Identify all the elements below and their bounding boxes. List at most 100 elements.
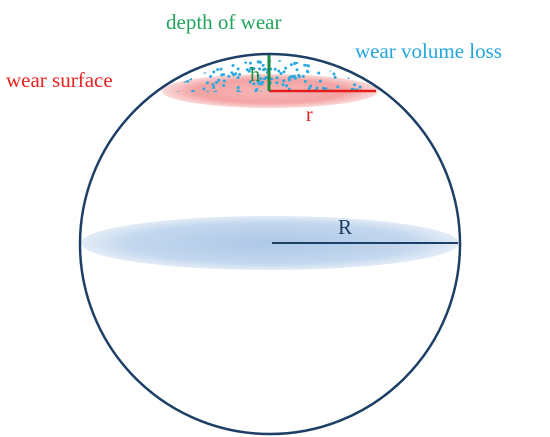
wear-dot: [234, 72, 238, 76]
wear-dot: [215, 81, 218, 84]
wear-dot: [256, 79, 260, 83]
wear-dot: [249, 61, 252, 65]
wear-dot: [191, 89, 195, 92]
wear-dot: [321, 86, 325, 90]
wear-dot: [309, 84, 313, 88]
depth-of-wear-label: depth of wear: [166, 10, 281, 34]
h-label: h: [250, 64, 260, 86]
wear-dot: [259, 91, 263, 92]
wear-dot: [293, 76, 297, 80]
wear-dot: [284, 66, 288, 70]
wear-dot: [285, 84, 288, 88]
wear-dot: [301, 74, 305, 78]
wear-dot: [259, 77, 263, 81]
wear-dot: [202, 87, 206, 91]
wear-dot: [273, 67, 277, 71]
wear-dot: [216, 68, 220, 71]
wear-dot: [186, 79, 190, 83]
wear-dot: [212, 86, 216, 89]
wear-dot: [289, 63, 293, 67]
wear-dot: [303, 79, 307, 83]
wear-dot: [238, 73, 242, 76]
wear-dot: [363, 102, 366, 105]
wear-dot: [358, 85, 362, 89]
wear-dot: [318, 79, 322, 83]
wear-dot: [247, 69, 251, 73]
wear-dot: [278, 60, 282, 62]
wear-dot: [164, 103, 167, 106]
R-label: R: [338, 215, 352, 239]
sphere-outline: [78, 52, 462, 436]
wear-dot: [288, 78, 291, 82]
wear-dot: [306, 70, 310, 74]
wear-dot: [261, 63, 265, 67]
wear-surface-label: wear surface: [6, 68, 113, 92]
wear-dot: [281, 83, 285, 87]
wear-dot: [231, 64, 235, 67]
wear-dot: [297, 75, 301, 79]
wear-dot: [248, 80, 252, 84]
wear-dot: [347, 76, 351, 79]
wear-dot: [212, 70, 216, 74]
wear-dot: [332, 72, 336, 76]
wear-dot: [249, 67, 253, 70]
wear-dot: [236, 67, 240, 71]
wear-dot: [294, 60, 297, 63]
wear-dot: [244, 60, 248, 64]
wear-dot: [203, 70, 206, 74]
wear-dot: [205, 81, 209, 85]
wear-dot: [303, 63, 307, 67]
wear-dot: [206, 90, 210, 92]
equator-disc: [81, 216, 459, 270]
wear-dot: [307, 86, 311, 90]
wear-dot: [263, 77, 266, 81]
wear-dot: [209, 75, 213, 78]
wear-dot: [222, 84, 226, 87]
wear-dot: [302, 60, 306, 64]
wear-dot: [217, 78, 221, 82]
wear-dot: [315, 86, 319, 90]
wear-dot: [290, 75, 294, 79]
wear-dot: [353, 83, 357, 87]
wear-dot: [258, 67, 261, 71]
wear-volume-loss-label: wear volume loss: [355, 39, 502, 63]
wear-dot: [369, 99, 372, 102]
wear-dot: [219, 67, 223, 71]
wear-dot: [252, 82, 256, 86]
wear-dot: [282, 70, 286, 74]
r-label: r: [306, 104, 313, 126]
wear-dot: [236, 89, 240, 92]
wear-dot: [257, 82, 261, 86]
wear-dot: [257, 60, 260, 64]
wear-dot: [222, 73, 225, 77]
wear-dot: [275, 76, 279, 80]
wear-dot: [307, 64, 310, 68]
wear-dot: [214, 90, 218, 92]
wear-dot: [281, 60, 285, 61]
wear-dot: [189, 77, 193, 81]
wear-dot: [227, 74, 231, 78]
wear-dot: [336, 85, 340, 89]
wear-dot: [261, 80, 264, 84]
wear-dot: [333, 75, 337, 79]
wear-dot: [222, 79, 226, 83]
wear-dot: [211, 83, 215, 87]
wear-dot: [262, 68, 266, 72]
wear-dot: [252, 67, 256, 71]
wear-dot: [324, 66, 328, 70]
wear-dot: [275, 81, 279, 85]
wear-dot: [236, 86, 240, 90]
wear-dot: [317, 71, 321, 75]
wear-dot: [329, 68, 333, 72]
wear-dot: [324, 87, 328, 91]
wear-dot: [279, 72, 283, 75]
wear-dot: [236, 76, 240, 80]
wear-dot: [295, 68, 299, 72]
wear-dot: [245, 68, 249, 72]
wear-dot: [256, 74, 260, 78]
wear-dot: [282, 79, 286, 83]
wear-dot: [277, 69, 281, 73]
wear-dot: [270, 77, 273, 81]
wear-dot: [230, 71, 234, 75]
